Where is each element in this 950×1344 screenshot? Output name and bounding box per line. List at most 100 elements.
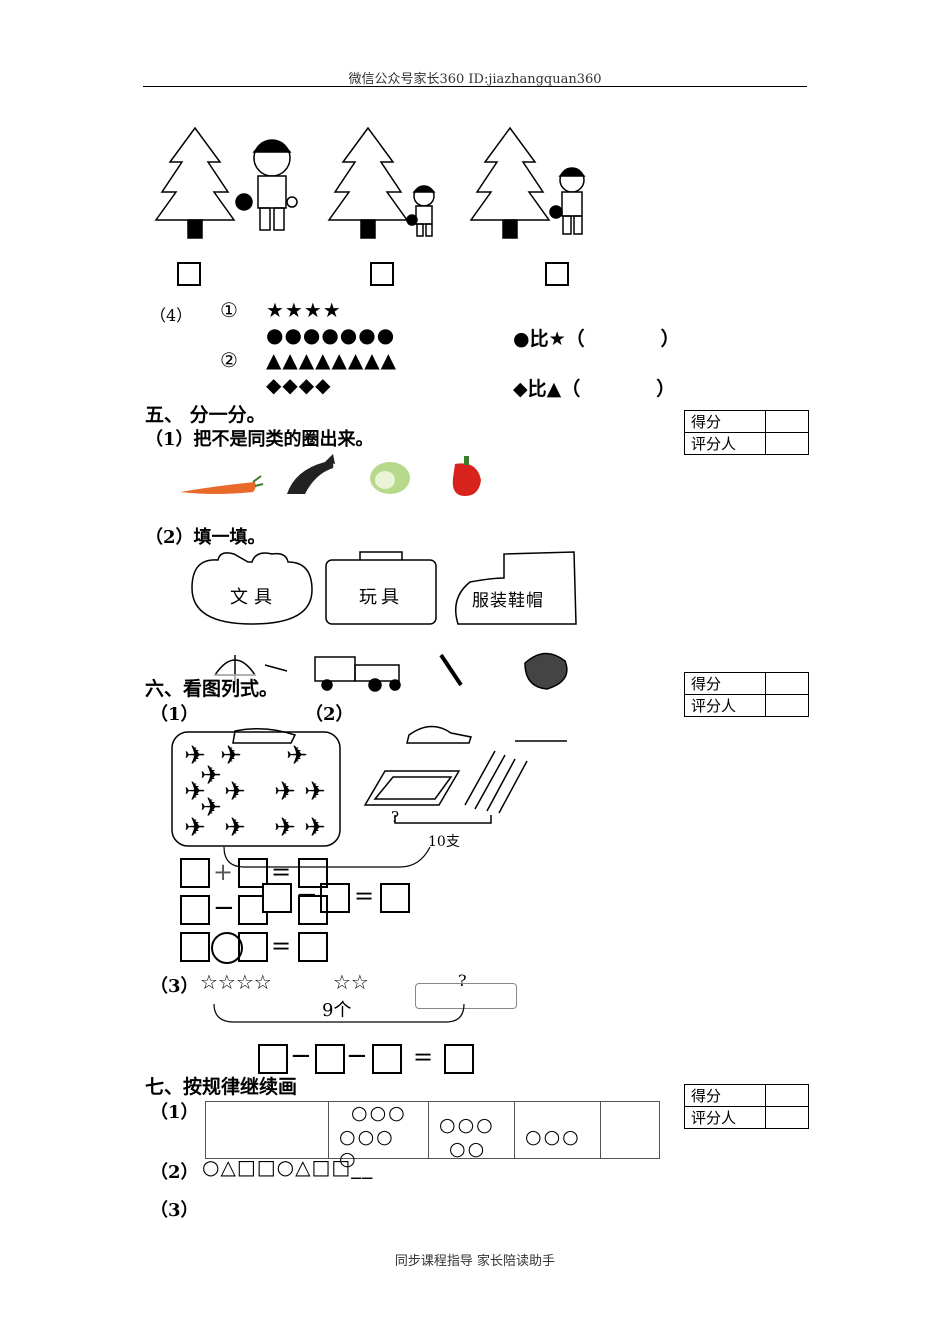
answer-box[interactable] [180, 932, 210, 962]
cabbage-icon [370, 462, 410, 494]
sketch-items [213, 652, 568, 744]
section-five-q1: （1）把不是同类的圈出来。 [145, 429, 374, 450]
pencils-total: 10支 [428, 834, 460, 850]
answer-box[interactable] [372, 1044, 402, 1074]
circles-row: ○○○ [339, 1126, 395, 1148]
svg-text:✈: ✈ [184, 741, 206, 771]
tree-icon [469, 126, 551, 221]
section-six-q3: （3） [150, 976, 199, 997]
equals-sign: = [413, 1043, 434, 1071]
frog-bag-outline [191, 552, 313, 625]
pattern-cell[interactable] [601, 1102, 657, 1158]
score-value[interactable] [765, 410, 809, 433]
food-animal-pictures [180, 454, 481, 496]
minus-sign: − [346, 1041, 368, 1071]
svg-text:✈: ✈ [220, 741, 242, 771]
score-value[interactable] [765, 672, 809, 695]
minus-sign: − [296, 880, 318, 910]
carrot-icon [180, 475, 264, 494]
dots-row: ●●●●●●● [266, 323, 396, 347]
section-seven-q2: （2） [150, 1162, 199, 1183]
answer-box[interactable] [238, 932, 268, 962]
section-six-q1: （1） [150, 704, 199, 725]
equals-sign: = [271, 858, 292, 886]
circled-two: ② [220, 348, 239, 372]
minus-sign: − [290, 1041, 312, 1071]
answer-box[interactable] [380, 883, 410, 913]
grader-value[interactable] [765, 1106, 809, 1129]
svg-text:✈: ✈ [274, 777, 296, 807]
section-six-title: 六、看图列式。 [145, 674, 279, 701]
score-label: 得分 [684, 410, 766, 433]
pattern-cell[interactable] [206, 1102, 329, 1158]
category-clothing: 服装鞋帽 [472, 591, 544, 611]
grader-label: 评分人 [684, 432, 766, 455]
pencil-case-icon [363, 770, 461, 806]
answer-box[interactable] [320, 883, 350, 913]
answer-box[interactable] [258, 1044, 288, 1074]
score-value[interactable] [765, 1084, 809, 1107]
triangles-row: ▲▲▲▲▲▲▲▲ [266, 348, 398, 372]
unknown-mark: ? [391, 808, 400, 826]
circles-row: ○○○ [351, 1102, 407, 1124]
circles-row: ○○○ [525, 1126, 581, 1148]
answer-box[interactable] [545, 262, 569, 286]
total-count: 9个 [322, 1000, 352, 1021]
answer-box[interactable] [262, 883, 292, 913]
page-footer: 同步课程指导 家长陪读助手 [394, 1254, 556, 1269]
header-rule [143, 86, 807, 87]
dolphin-icon [287, 454, 335, 494]
score-table: 得分 评分人 [684, 410, 809, 455]
svg-text:✈: ✈ [274, 813, 296, 843]
brace-line [223, 846, 431, 868]
answer-box[interactable] [315, 1044, 345, 1074]
answer-box[interactable] [238, 858, 268, 888]
answer-box[interactable] [370, 262, 394, 286]
score-label: 得分 [684, 1084, 766, 1107]
page-header: 微信公众号家长360 ID:jiazhangquan360 [348, 72, 602, 87]
brace-line [213, 1003, 465, 1023]
pattern-grid: ○○○ ○○○ ○ ○○○ ○○ ○○○ [205, 1101, 660, 1170]
answer-box[interactable] [298, 858, 328, 888]
section-six-q2: （2） [305, 704, 354, 725]
toy-box-outline [325, 559, 437, 625]
compare-diamond-triangle[interactable]: ◆比▲（ ） [513, 378, 676, 400]
stars-group-two: ☆☆ [333, 970, 369, 994]
svg-text:✈: ✈ [224, 777, 246, 807]
question-number: （4） [150, 306, 193, 325]
svg-text:✈: ✈ [286, 741, 308, 771]
equals-sign: = [271, 932, 292, 960]
answer-box[interactable] [298, 895, 328, 925]
answer-box[interactable] [444, 1044, 474, 1074]
operator-circle[interactable] [211, 932, 243, 964]
circles-row: ○ [339, 1148, 358, 1170]
category-bags [191, 551, 577, 625]
grader-value[interactable] [765, 694, 809, 717]
shape-sequence[interactable]: ○△□□○△□□__ [202, 1155, 374, 1179]
crayon-icon [439, 653, 463, 687]
svg-text:✈: ✈ [304, 777, 326, 807]
compare-dot-star[interactable]: ●比★（ ） [513, 328, 680, 350]
grader-label: 评分人 [684, 694, 766, 717]
answer-box[interactable] [180, 858, 210, 888]
boy-small-icon [406, 185, 436, 237]
answer-box[interactable] [180, 895, 210, 925]
grader-value[interactable] [765, 432, 809, 455]
svg-text:✈: ✈ [304, 813, 326, 843]
svg-text:✈: ✈ [224, 813, 246, 843]
section-seven-q1: （1） [150, 1102, 199, 1123]
boot-outline [455, 551, 577, 625]
pepper-icon [452, 456, 481, 496]
answer-box[interactable] [177, 262, 201, 286]
category-stationery: 文具 [230, 587, 278, 608]
score-table: 得分 评分人 [684, 1084, 809, 1129]
boy-medium-icon [549, 167, 586, 235]
animal-toy-icon [524, 652, 568, 690]
score-label: 得分 [684, 672, 766, 695]
plus-sign: + [213, 858, 234, 886]
car-toy-icon [232, 728, 297, 744]
answer-box[interactable] [298, 932, 328, 962]
section-seven-q3: （3） [150, 1200, 199, 1221]
pencil-box-illustration [363, 750, 528, 824]
svg-text:✈: ✈ [200, 793, 222, 823]
